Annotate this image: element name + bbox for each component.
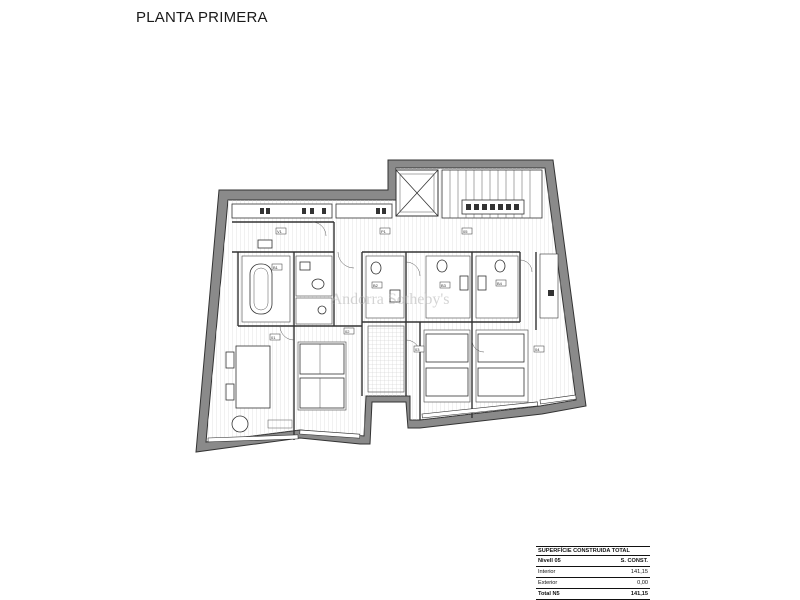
area-table-columns: Nivell 05 S. CONST.: [536, 556, 650, 567]
room-label-02: 02: [345, 329, 350, 334]
watermark: Andorra Sotheby's: [331, 291, 450, 308]
bathroom-b1: [241, 239, 333, 325]
room-label-04: 04: [535, 347, 540, 352]
bathroom-b4: [475, 255, 519, 319]
area-table-header: SUPERFÍCIE CONSTRUIDA TOTAL: [536, 547, 650, 556]
corridor-closet: [367, 325, 405, 393]
bedroom-03: [423, 329, 471, 403]
room-tags: [269, 227, 545, 353]
bedroom-02: [297, 341, 347, 411]
room-label-03: 03: [415, 347, 420, 352]
wardrobe-right: [539, 253, 559, 319]
staircase: [441, 169, 543, 219]
room-label-b3: B3: [441, 283, 447, 288]
table-row: Interior 141,15: [536, 567, 650, 578]
bathroom-b2: [365, 255, 405, 319]
column-value: S. CONST.: [620, 558, 648, 564]
room-label-b4: B4: [497, 281, 503, 286]
room-label-05: 05: [463, 229, 468, 234]
room-label-01: 01: [271, 335, 276, 340]
bedroom-04: [475, 329, 529, 403]
plan-title: PLANTA PRIMERA: [136, 9, 268, 26]
windows: [207, 394, 577, 443]
interior-partitions: [232, 221, 537, 440]
bedroom-01: [225, 345, 293, 433]
table-row: Exterior 0,00: [536, 578, 650, 589]
room-label-b1: B1: [273, 265, 279, 270]
area-table: SUPERFÍCIE CONSTRUIDA TOTAL Nivell 05 S.…: [536, 546, 650, 600]
table-total-row: Total N5 141,15: [536, 589, 650, 600]
room-label-b2: B2: [373, 283, 379, 288]
wardrobes-top: [231, 203, 393, 219]
room-label-p1: P1: [381, 229, 387, 234]
column-level: Nivell 05: [538, 558, 561, 564]
room-label-v1: V1: [277, 229, 283, 234]
